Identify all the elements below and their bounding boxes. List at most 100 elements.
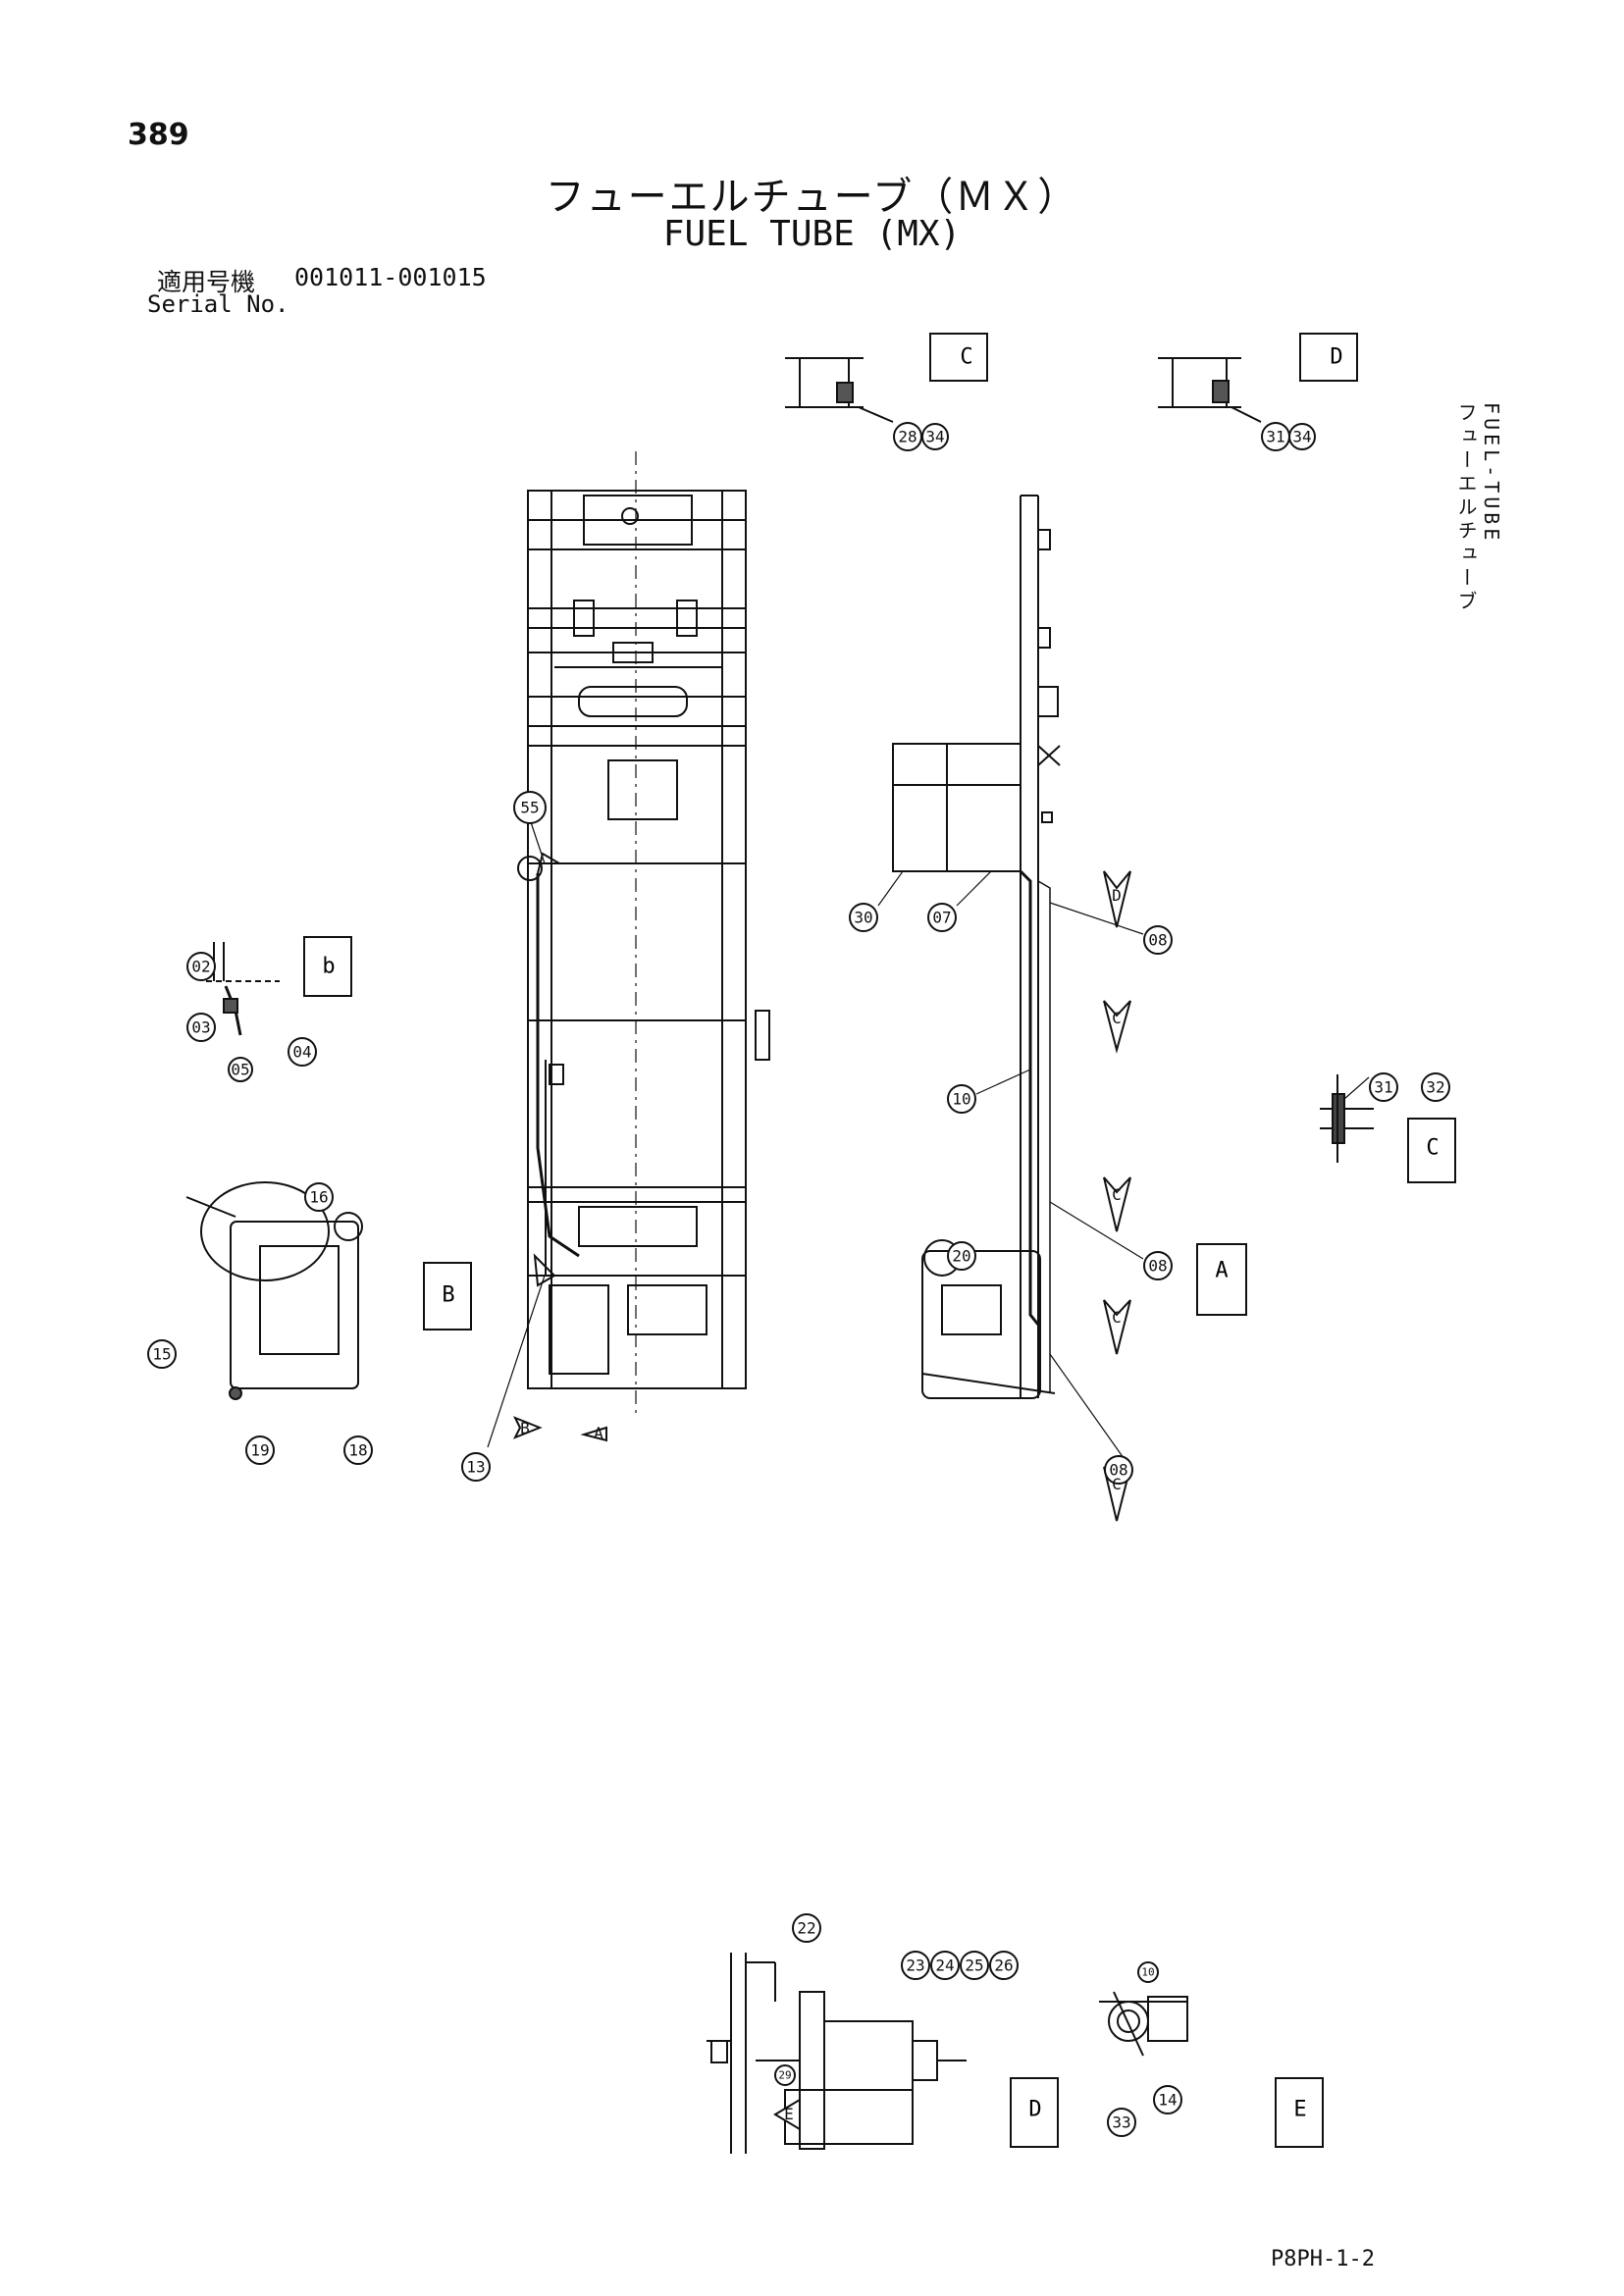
- svg-text:C: C: [1426, 1136, 1439, 1161]
- svg-text:20: 20: [952, 1247, 970, 1266]
- svg-text:26: 26: [994, 1957, 1013, 1975]
- svg-text:14: 14: [1158, 2091, 1177, 2110]
- callout-34-c: 34: [921, 423, 949, 450]
- svg-text:55: 55: [520, 799, 539, 817]
- svg-text:C: C: [960, 345, 972, 370]
- arrow-a-letter: A: [594, 1424, 603, 1442]
- svg-text:34: 34: [1292, 428, 1311, 446]
- left-frame-top-view: [517, 451, 770, 1413]
- callout-25: 25: [960, 1951, 989, 1980]
- arrow-b-marker: [512, 1416, 543, 1439]
- serial-range: 001011-001015: [294, 263, 487, 291]
- svg-text:E: E: [1293, 2098, 1306, 2122]
- side-label-english: FUEL-TUBE: [1480, 402, 1503, 545]
- arrow-a-marker: [580, 1426, 607, 1442]
- svg-text:04: 04: [292, 1043, 311, 1062]
- svg-text:07: 07: [932, 909, 951, 927]
- callout-08-upper: 08: [1143, 925, 1173, 955]
- section-d-sketch: [1158, 357, 1262, 423]
- arrow-c-letter-4: C: [1112, 1475, 1122, 1493]
- section-e-sketch: [1099, 1991, 1188, 2057]
- svg-text:D: D: [1028, 2098, 1041, 2122]
- arrow-b-letter: B: [520, 1419, 530, 1437]
- detail-d-sketch: [707, 1953, 967, 2154]
- section-c-sketch: [785, 357, 894, 423]
- callout-32: 32: [1421, 1072, 1450, 1102]
- callout-23: 23: [901, 1951, 930, 1980]
- svg-text:34: 34: [925, 428, 944, 446]
- svg-text:31: 31: [1266, 428, 1284, 446]
- svg-text:10: 10: [952, 1090, 970, 1109]
- svg-text:28: 28: [898, 428, 917, 446]
- svg-text:32: 32: [1426, 1078, 1444, 1097]
- callout-04: 04: [288, 1037, 317, 1067]
- label-section-e: E: [1275, 2077, 1324, 2148]
- callout-02: 02: [186, 952, 216, 981]
- svg-text:15: 15: [152, 1345, 171, 1364]
- arrow-c-letter-2: C: [1112, 1185, 1122, 1204]
- svg-text:18: 18: [348, 1441, 367, 1460]
- callout-13: 13: [461, 1452, 491, 1482]
- callout-22: 22: [792, 1913, 821, 1943]
- callout-30: 30: [849, 903, 878, 932]
- callout-05: 05: [228, 1057, 253, 1082]
- callout-31-detail-c: 31: [1369, 1072, 1398, 1102]
- callout-10-section-e: 10: [1137, 1961, 1159, 1983]
- svg-text:33: 33: [1112, 2113, 1130, 2132]
- svg-text:b: b: [322, 955, 335, 979]
- label-section-a: A: [1196, 1243, 1247, 1316]
- svg-text:22: 22: [797, 1919, 815, 1938]
- svg-text:D: D: [1330, 345, 1342, 370]
- svg-text:30: 30: [854, 909, 872, 927]
- svg-text:A: A: [1215, 1259, 1228, 1283]
- svg-text:24: 24: [935, 1957, 954, 1975]
- callout-24: 24: [930, 1951, 960, 1980]
- page-title-english: FUEL TUBE (MX): [662, 214, 962, 254]
- svg-text:08: 08: [1109, 1461, 1127, 1480]
- callout-31-d: 31: [1261, 422, 1290, 451]
- callout-10: 10: [947, 1084, 976, 1114]
- callout-15: 15: [147, 1339, 177, 1369]
- svg-text:B: B: [442, 1283, 454, 1308]
- callout-20: 20: [947, 1241, 976, 1271]
- svg-text:16: 16: [309, 1188, 328, 1207]
- svg-text:13: 13: [466, 1458, 485, 1477]
- arrow-c-letter-3: C: [1112, 1308, 1122, 1327]
- leader-lines: [487, 818, 1370, 1459]
- callout-16: 16: [304, 1182, 334, 1212]
- callout-08-middle: 08: [1143, 1251, 1173, 1280]
- side-label-japanese: フューエルチューブ: [1454, 402, 1478, 614]
- arrow-c-letter-1: C: [1112, 1009, 1122, 1027]
- label-section-c: C: [929, 333, 988, 382]
- callout-55: 55: [513, 791, 547, 824]
- callout-29: 29: [774, 2064, 796, 2086]
- callout-26: 26: [989, 1951, 1019, 1980]
- arrow-d-letter: D: [1112, 886, 1122, 905]
- callout-07: 07: [927, 903, 957, 932]
- label-section-d: D: [1299, 333, 1358, 382]
- drawing-code: P8PH-1-2: [1271, 2247, 1375, 2271]
- svg-text:25: 25: [965, 1957, 983, 1975]
- detail-b-sketch: [206, 942, 280, 1036]
- svg-text:05: 05: [231, 1061, 249, 1079]
- svg-text:31: 31: [1374, 1078, 1392, 1097]
- svg-text:10: 10: [1141, 1966, 1154, 1979]
- svg-text:08: 08: [1148, 931, 1167, 950]
- detail-c-sketch: [1320, 1074, 1374, 1163]
- view-b-engine-sketch: [185, 1181, 363, 1400]
- callout-33: 33: [1107, 2108, 1136, 2137]
- callout-18: 18: [343, 1435, 373, 1465]
- callout-34-d: 34: [1288, 423, 1316, 450]
- svg-text:02: 02: [191, 958, 210, 976]
- page-number: 389: [128, 118, 189, 152]
- svg-text:29: 29: [778, 2069, 791, 2082]
- right-frame-side-view: [892, 495, 1061, 1399]
- callout-08-lower: 08: [1104, 1455, 1133, 1485]
- svg-text:23: 23: [906, 1957, 924, 1975]
- callout-14: 14: [1153, 2085, 1182, 2114]
- label-detail-c: C: [1407, 1118, 1456, 1183]
- serial-label-english: Serial No.: [147, 290, 289, 318]
- label-detail-b: b: [303, 936, 352, 997]
- callout-03: 03: [186, 1013, 216, 1042]
- label-view-b: B: [423, 1262, 472, 1331]
